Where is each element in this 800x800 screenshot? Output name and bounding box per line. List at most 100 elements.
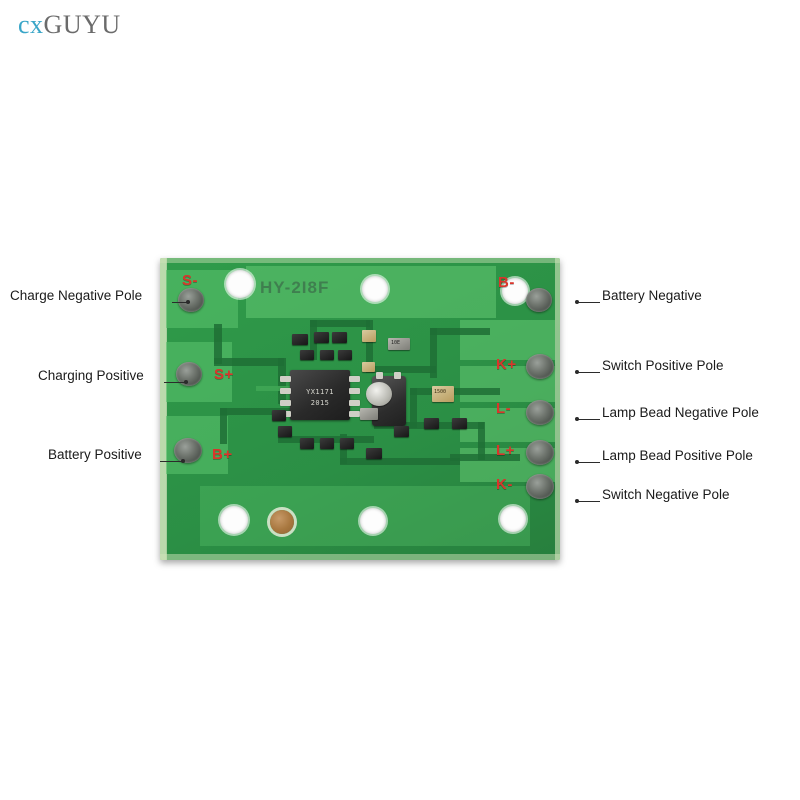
- smd-resistor-8: [278, 426, 292, 437]
- leader-dot-battery-positive: [181, 459, 185, 463]
- leader-lamp-bead-positive-pole: [578, 462, 600, 463]
- terminal-b-plus: [174, 438, 202, 463]
- smd-inductor-1: [362, 330, 376, 342]
- smd-resistor-2: [314, 332, 329, 343]
- pcb-substrate: S- S+ B+ B- K+ L- L+ K- HY-2I8F YX1171 2…: [160, 258, 560, 560]
- leader-dot-charge-negative-pole: [186, 300, 190, 304]
- main-ic-pin-2: [280, 388, 291, 394]
- smd-resistor-13: [424, 418, 439, 429]
- smd-resistor-3: [332, 332, 347, 343]
- terminal-s-minus: [178, 288, 204, 312]
- trace-18: [340, 458, 460, 465]
- trace-4: [220, 408, 290, 415]
- trace-17: [450, 454, 520, 461]
- leader-lamp-bead-negative-pole: [578, 419, 600, 420]
- leader-battery-positive: [160, 461, 184, 462]
- smd-part-10e-label: 10E: [391, 340, 401, 346]
- leader-dot-battery-negative: [575, 300, 579, 304]
- smd-resistor-15: [394, 426, 409, 437]
- main-ic-pin-1: [280, 376, 291, 382]
- smd-resistor-10: [320, 438, 334, 449]
- smd-inductor-coil: [366, 382, 392, 406]
- silk-label-l-minus: L-: [496, 400, 512, 417]
- trace-8: [310, 320, 370, 327]
- terminal-l-plus: [526, 440, 554, 465]
- silk-part-number: HY-2I8F: [260, 278, 330, 297]
- trace-5: [220, 408, 227, 444]
- copper-pour-right-upper: [460, 320, 555, 360]
- leader-battery-negative: [578, 302, 600, 303]
- trace-1: [214, 324, 222, 364]
- copper-pad-bottom: [270, 510, 294, 534]
- main-ic-pin-7: [349, 388, 360, 394]
- main-ic: YX1171 2015: [290, 370, 350, 420]
- leader-dot-lamp-bead-negative-pole: [575, 417, 579, 421]
- smd-capacitor-1500: [432, 386, 454, 402]
- leader-charging-positive: [164, 382, 188, 383]
- mounting-hole-bottom-right: [500, 506, 526, 532]
- silk-label-b-minus: B-: [498, 274, 515, 291]
- trace-2: [214, 358, 284, 366]
- leader-dot-lamp-bead-positive-pole: [575, 460, 579, 464]
- terminal-b-minus: [526, 288, 552, 312]
- main-ic-marking-line1: YX1171: [306, 388, 334, 396]
- main-ic-pin-6: [349, 400, 360, 406]
- trace-16: [478, 422, 485, 460]
- smd-resistor-14: [452, 418, 467, 429]
- smd-resistor-1: [292, 334, 308, 345]
- smd-part-misc: [362, 362, 375, 372]
- smd-resistor-5: [320, 350, 334, 360]
- main-ic-pin-3: [280, 400, 291, 406]
- callout-switch-negative-pole: Switch Negative Pole: [602, 487, 730, 502]
- silk-label-b-plus: B+: [212, 446, 233, 463]
- mounting-hole-bottom-left: [220, 506, 248, 534]
- callout-charging-positive: Charging Positive: [38, 368, 144, 383]
- smd-resistor-4: [300, 350, 314, 360]
- silk-label-s-plus: S+: [214, 366, 234, 383]
- mounting-hole-top-right: [502, 278, 528, 304]
- main-ic-pin-8: [349, 376, 360, 382]
- watermark-prefix: cx: [18, 10, 44, 39]
- trace-9: [366, 320, 373, 372]
- mounting-hole-top-left: [226, 270, 254, 298]
- terminal-l-minus: [526, 400, 554, 425]
- smd-resistor-12: [366, 448, 382, 459]
- main-ic-marking-line2: 2015: [310, 399, 330, 407]
- leader-dot-charging-positive: [184, 380, 188, 384]
- callout-charge-negative-pole: Charge Negative Pole: [10, 288, 143, 303]
- secondary-chip-pad-2: [394, 372, 401, 379]
- main-ic-pin-5: [349, 411, 360, 417]
- terminal-k-minus: [526, 474, 554, 499]
- callout-switch-positive-pole: Switch Positive Pole: [602, 358, 724, 373]
- trace-20: [256, 386, 296, 391]
- callout-battery-positive: Battery Positive: [48, 447, 142, 462]
- callout-lamp-bead-positive-pole: Lamp Bead Positive Pole: [602, 448, 753, 463]
- terminal-k-plus: [526, 354, 554, 379]
- board-edge-left: [160, 258, 167, 560]
- board-edge-bottom: [160, 554, 560, 560]
- silk-label-k-minus: K-: [496, 476, 513, 493]
- trace-12: [430, 328, 490, 335]
- smd-resistor-7: [272, 410, 286, 421]
- board-edge-right: [555, 258, 560, 560]
- smd-capacitor-label: 1500: [434, 389, 447, 395]
- trace-7: [310, 320, 317, 360]
- leader-switch-positive-pole: [578, 372, 600, 373]
- silk-label-s-minus: S-: [182, 272, 198, 289]
- smd-resistor-6: [338, 350, 352, 360]
- trace-13: [410, 388, 500, 395]
- trace-14: [410, 388, 417, 428]
- mounting-hole-bottom-mid: [360, 508, 386, 534]
- leader-dot-switch-positive-pole: [575, 370, 579, 374]
- secondary-chip-pad-1: [376, 372, 383, 379]
- pcb-board-image: S- S+ B+ B- K+ L- L+ K- HY-2I8F YX1171 2…: [160, 258, 560, 560]
- leader-charge-negative-pole: [172, 302, 190, 303]
- mounting-hole-top-mid: [362, 276, 388, 302]
- board-edge-top: [160, 258, 560, 263]
- smd-resistor-11: [340, 438, 354, 449]
- callout-lamp-bead-negative-pole: Lamp Bead Negative Pole: [602, 405, 759, 420]
- silk-label-k-plus: K+: [496, 356, 517, 373]
- smd-part-10e: [388, 338, 410, 350]
- trace-19: [340, 434, 347, 464]
- callout-battery-negative: Battery Negative: [602, 288, 702, 303]
